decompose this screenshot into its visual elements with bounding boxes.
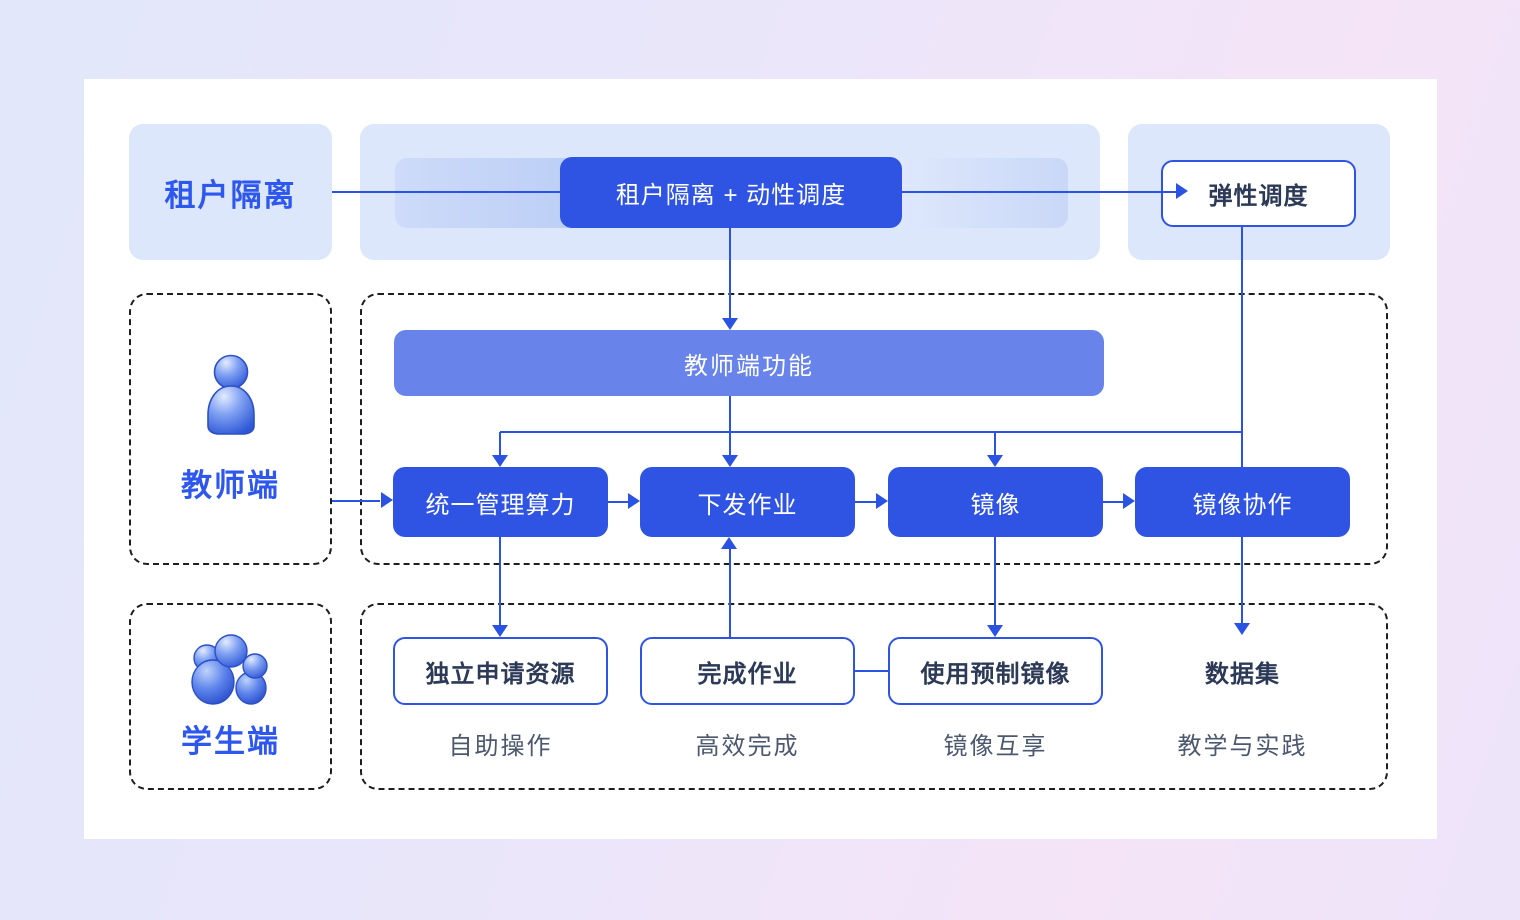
node-complete-homework: 完成作业 bbox=[640, 637, 855, 705]
arrowhead-into-apply-resources bbox=[492, 625, 508, 637]
connector-collab-to-dataset bbox=[1241, 537, 1243, 623]
node-dataset: 数据集 bbox=[1205, 660, 1280, 688]
student-side-box: 学生端 bbox=[129, 603, 332, 790]
connector-distribution-line bbox=[500, 431, 1242, 433]
connector-drop-col2 bbox=[729, 432, 731, 456]
diagram-card: 租户隔离 租户隔离 + 动性调度 弹性调度 教师端 教师端功能 bbox=[84, 79, 1437, 839]
connector-node3-node4 bbox=[1103, 501, 1123, 503]
arrowhead-into-distribute-homework bbox=[722, 455, 738, 467]
arrowhead-into-dataset bbox=[1234, 623, 1250, 635]
student-side-label: 学生端 bbox=[181, 724, 280, 759]
node-manage-compute: 统一管理算力 bbox=[393, 467, 608, 537]
caption-self-service: 自助操作 bbox=[448, 732, 553, 760]
arrowhead-node2 bbox=[628, 493, 640, 509]
node-image: 镜像 bbox=[888, 467, 1103, 537]
teacher-functions-bar: 教师端功能 bbox=[394, 330, 1104, 396]
caption-image-sharing: 镜像互享 bbox=[943, 732, 1048, 760]
connector-tenant-to-center bbox=[332, 191, 560, 193]
connector-complete-prebuilt-link bbox=[855, 670, 888, 672]
caption-teaching-practice: 教学与实践 bbox=[1177, 732, 1308, 760]
connector-drop-col1 bbox=[499, 432, 501, 456]
arrowhead-node4 bbox=[1123, 493, 1135, 509]
node-image-collaboration: 镜像协作 bbox=[1135, 467, 1350, 537]
connector-node1-node2 bbox=[608, 501, 628, 503]
student-people-icon bbox=[190, 634, 268, 705]
connector-center-down bbox=[729, 228, 731, 318]
connector-manage-to-apply bbox=[499, 537, 501, 627]
teacher-person-icon bbox=[206, 354, 255, 435]
arrowhead-into-image bbox=[987, 455, 1003, 467]
tenant-isolation-label: 租户隔离 bbox=[129, 124, 332, 260]
elastic-scheduling-node: 弹性调度 bbox=[1161, 160, 1356, 227]
node-apply-resources: 独立申请资源 bbox=[393, 637, 608, 705]
teacher-side-label: 教师端 bbox=[181, 467, 280, 503]
connector-funcbar-down bbox=[729, 396, 731, 432]
node-distribute-homework: 下发作业 bbox=[640, 467, 855, 537]
arrowhead-into-func-bar bbox=[722, 318, 738, 330]
arrowhead-into-manage-compute bbox=[492, 455, 508, 467]
student-actions-container bbox=[360, 603, 1388, 790]
arrowhead-node3 bbox=[876, 493, 888, 509]
teacher-side-box: 教师端 bbox=[129, 293, 332, 565]
node-use-prebuilt-image: 使用预制镜像 bbox=[888, 637, 1103, 705]
caption-efficient-completion: 高效完成 bbox=[695, 732, 800, 760]
arrowhead-into-prebuilt-image bbox=[987, 625, 1003, 637]
connector-image-to-prebuilt bbox=[994, 537, 996, 627]
connector-drop-col3 bbox=[994, 432, 996, 456]
arrowhead-into-elastic bbox=[1176, 183, 1188, 199]
connector-node2-node3 bbox=[855, 501, 876, 503]
arrowhead-into-distribute-bottom bbox=[721, 537, 737, 549]
connector-teacher-to-node bbox=[332, 500, 380, 502]
connector-complete-to-distribute bbox=[729, 549, 731, 637]
connector-elastic-down bbox=[1241, 227, 1243, 467]
teacher-functions-container bbox=[360, 293, 1388, 565]
tenant-isolation-scheduling-node: 租户隔离 + 动性调度 bbox=[560, 157, 902, 228]
arrowhead-into-manage-compute-left bbox=[381, 492, 393, 508]
connector-center-to-elastic bbox=[902, 191, 1176, 193]
